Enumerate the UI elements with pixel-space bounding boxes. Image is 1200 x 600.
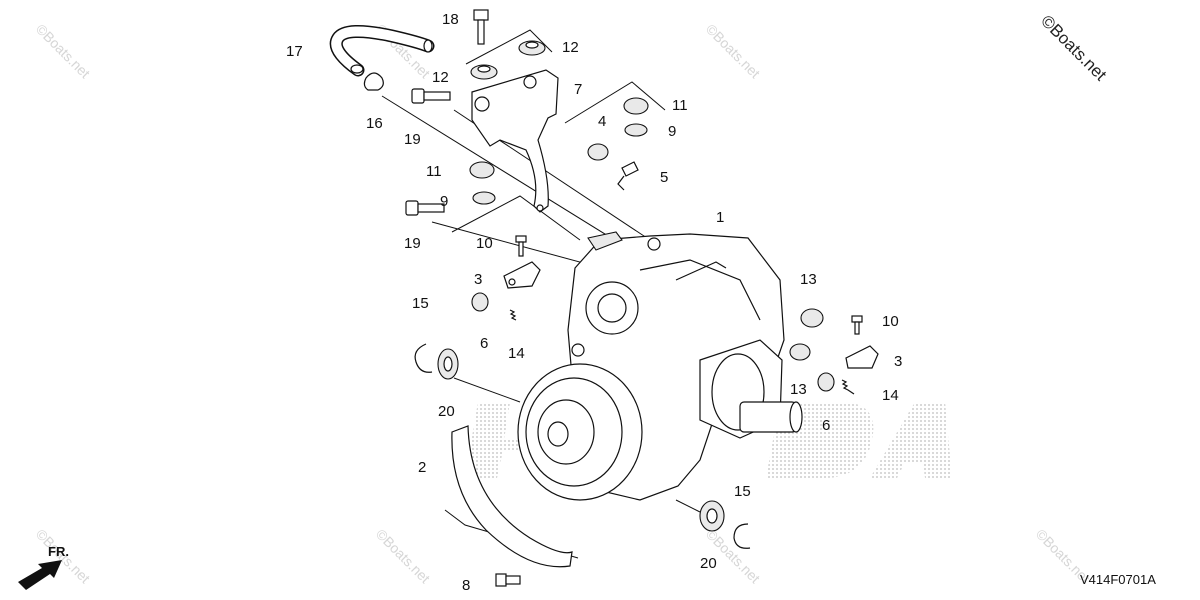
callout-label: 7 [574, 81, 582, 98]
callout-label: 14 [882, 387, 899, 404]
collar-part-11 [469, 161, 495, 179]
bolt-part-8 [495, 573, 521, 587]
callout-label: 11 [672, 97, 688, 114]
front-direction-marker: FR. [18, 544, 69, 590]
callout-label: 13 [800, 271, 817, 288]
callout-label: 2 [418, 459, 426, 476]
cap-part-6 [471, 292, 489, 312]
belt-cover-part-2 [451, 425, 573, 568]
callout-label: 10 [882, 313, 899, 330]
callout-label: 6 [480, 335, 488, 352]
bolt-part-10 [515, 235, 527, 257]
hose-part-17 [329, 25, 435, 77]
callout-label: 14 [508, 345, 525, 362]
callout-label: 15 [734, 483, 751, 500]
circlip-part-15 [414, 343, 433, 373]
plate-part-3 [503, 261, 541, 289]
callout-label: 9 [668, 123, 676, 140]
arrow-icon [18, 560, 62, 590]
spring-part-14 [509, 309, 517, 321]
grommet-part-4 [587, 143, 609, 161]
bolt-part-10 [851, 315, 863, 335]
watermark-text: ©Boats.net [33, 21, 94, 82]
callout-label: 11 [426, 163, 442, 180]
callout-label: 1 [716, 209, 724, 226]
callout-label: 13 [790, 381, 807, 398]
nut-part-9 [624, 123, 648, 137]
callout-label: 3 [474, 271, 482, 288]
callout-label: 20 [438, 403, 455, 420]
grommet-part-12 [518, 40, 546, 56]
bracket-part-7 [471, 69, 559, 213]
callout-label: 18 [442, 11, 459, 28]
callout-label: 19 [404, 235, 421, 252]
part-callouts: 1 2 3 3 4 5 6 6 7 8 9 9 10 10 11 11 12 1… [286, 11, 902, 594]
watermark-corner: ©Boats.net [1037, 11, 1110, 84]
callout-label: 12 [562, 39, 579, 56]
direction-label: FR. [48, 544, 69, 559]
washer-part-20 [699, 500, 725, 532]
plate-part-3 [845, 345, 879, 369]
callout-label: 4 [598, 113, 606, 130]
cap-part-6 [817, 372, 835, 392]
bolt-part-18 [473, 9, 489, 45]
callout-label: 3 [894, 353, 902, 370]
bolt-part-19 [411, 88, 451, 104]
spring-part-14 [841, 379, 855, 395]
callout-label: 16 [366, 115, 383, 132]
callout-label: 15 [412, 295, 429, 312]
callout-label: 6 [822, 417, 830, 434]
watermark-text: ©Boats.net [703, 21, 764, 82]
diagram-reference-code: V414F0701A [1080, 572, 1156, 587]
callout-label: 10 [476, 235, 493, 252]
nut-part-9 [472, 191, 496, 205]
nut-part-13 [789, 343, 811, 361]
clamp-part-16 [363, 72, 384, 91]
grommet-part-12 [470, 64, 498, 80]
callout-label: 20 [700, 555, 717, 572]
washer-part-20 [437, 348, 459, 380]
bolt-part-19 [405, 200, 445, 216]
callout-label: 9 [440, 193, 448, 210]
circlip-part-15 [733, 523, 751, 549]
callout-label: 5 [660, 169, 668, 186]
collar-part-11 [623, 97, 649, 115]
callout-label: 17 [286, 43, 303, 60]
pulley [517, 363, 643, 501]
callout-label: 19 [404, 131, 421, 148]
callout-label: 8 [462, 577, 470, 594]
watermark-text: ©Boats.net [373, 526, 434, 587]
callout-label: 12 [432, 69, 449, 86]
fitting-part-5 [617, 161, 639, 191]
nut-part-13 [800, 308, 824, 328]
